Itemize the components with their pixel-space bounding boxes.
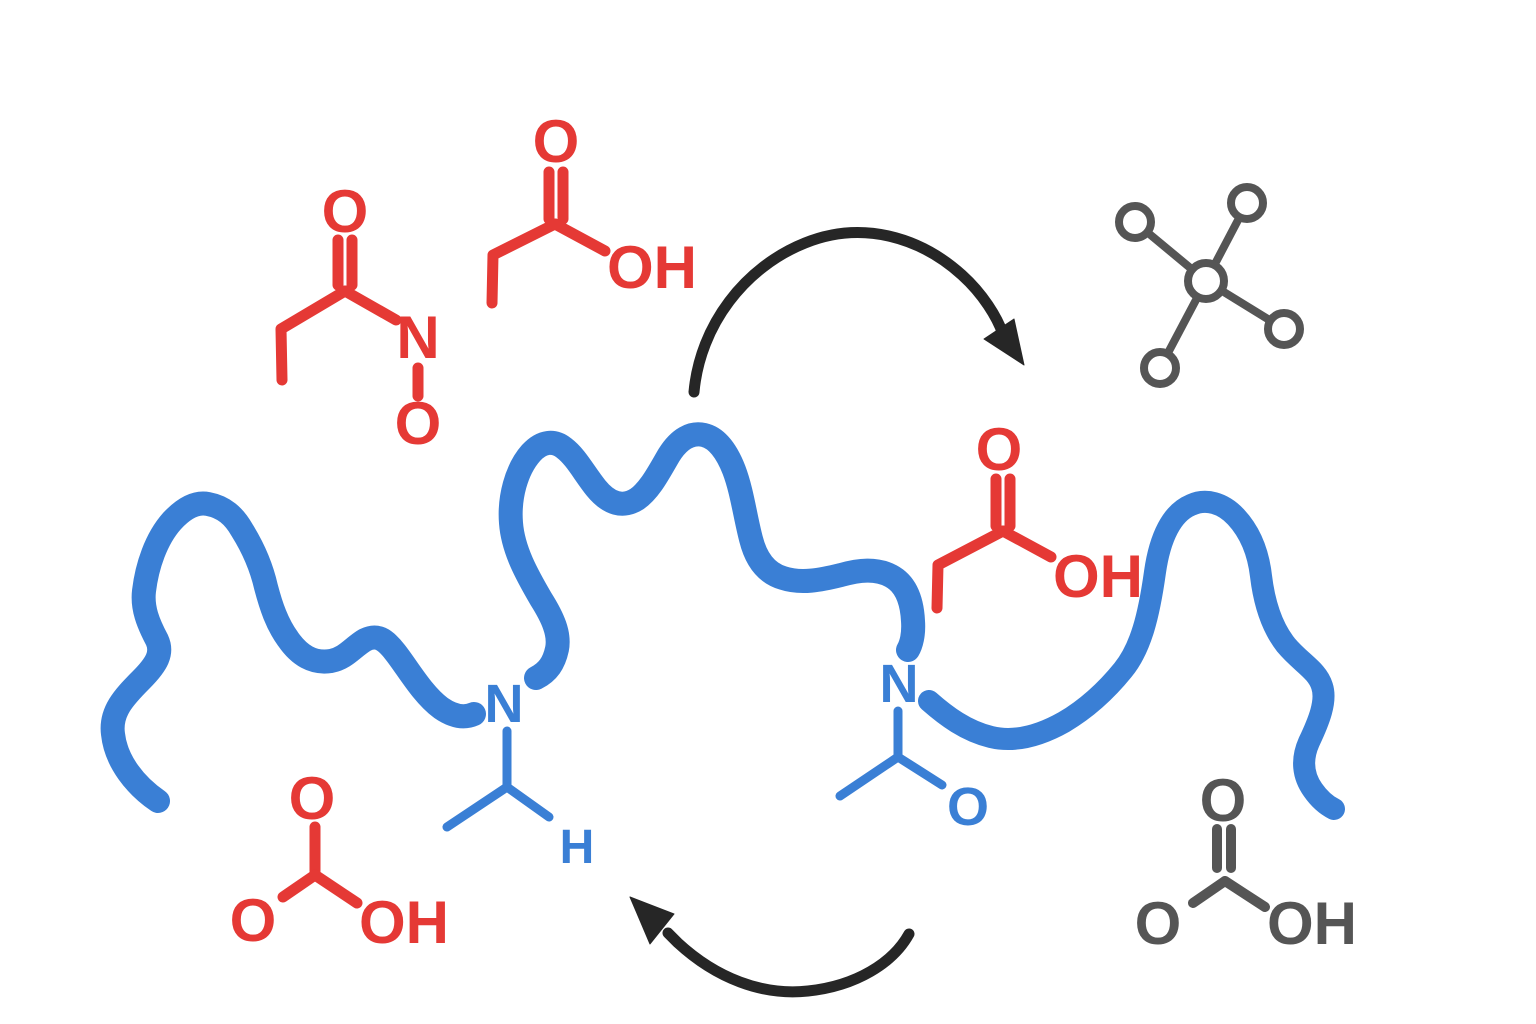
reverse-reaction-arrow <box>629 896 915 998</box>
right-amide-group: N O <box>835 654 989 837</box>
atom-label-hydrogen: H <box>560 821 595 874</box>
ethyl-bond <box>486 218 561 309</box>
c-o-bond <box>277 869 321 903</box>
atom-label-hydroxyl: OH <box>359 889 449 956</box>
polymer-chain-right <box>918 490 1345 820</box>
molecule-red-hydroxamate: O N O <box>275 178 442 457</box>
atom-label-left-o: O <box>1135 890 1182 957</box>
c-oh-bond <box>309 869 363 909</box>
carbonyl-double-bond <box>543 166 569 225</box>
atom-label-hydroxyl: OH <box>1053 543 1143 610</box>
polymer-chain-left <box>100 491 486 813</box>
ethyl-bond <box>275 285 351 386</box>
atom-label-carbonyl-o: O <box>533 108 580 175</box>
arrow-head <box>629 896 675 945</box>
c-o-bond <box>1188 876 1230 908</box>
carbonyl-double-bond <box>1212 824 1236 873</box>
atom-label-top-o: O <box>1200 767 1247 834</box>
atom-label-carbonyl-o: O <box>322 178 369 245</box>
forward-reaction-arrow <box>688 227 1025 398</box>
atom-label-nitrogen: N <box>880 654 919 714</box>
atom-label-hydroxyl: OH <box>607 234 697 301</box>
molecule-red-carboxylic-acid-top: O OH <box>486 108 697 309</box>
c-oh-bond <box>997 525 1057 563</box>
atom-label-nitrogen: N <box>396 304 439 371</box>
molecule-red-carboxylic-acid-middle: O OH <box>931 416 1143 614</box>
left-amine-group: N H <box>442 674 595 874</box>
carbonyl-double-bond <box>990 473 1016 532</box>
molecule-red-carbonic-acid: O O OH <box>230 765 449 956</box>
atom-label-top-o: O <box>289 765 336 832</box>
c-o-bond <box>893 752 947 790</box>
atom-label-oxygen: O <box>947 777 989 837</box>
c-oh-bond <box>549 218 611 257</box>
methyl-bond <box>442 782 512 832</box>
c-h-bond <box>502 782 554 822</box>
atom-label-oxide-o: O <box>395 390 442 457</box>
methyl-bond <box>835 752 903 801</box>
node-satellite-atom <box>1264 309 1304 349</box>
carbonyl-double-bond <box>332 234 358 291</box>
atom-label-carbonyl-o: O <box>976 416 1023 483</box>
gray-crosslink-node <box>1115 183 1304 388</box>
arrow-curve <box>662 927 915 998</box>
node-satellite-atom <box>1115 202 1155 242</box>
c-oh-bond <box>1220 876 1270 912</box>
node-satellite-atom <box>1140 348 1180 388</box>
arrow-curve <box>688 227 1009 398</box>
node-satellite-atom <box>1227 183 1267 223</box>
polymer-chain-middle <box>498 422 926 690</box>
c-n-bond <box>339 285 402 326</box>
molecule-gray-carbonic-acid: O O OH <box>1135 767 1357 957</box>
atom-label-hydroxyl: OH <box>1267 890 1357 957</box>
polymer-chains <box>100 422 1345 820</box>
arrow-head <box>983 318 1025 366</box>
node-center-atom <box>1184 259 1228 303</box>
ethyl-bond <box>931 525 1009 614</box>
atom-label-left-o: O <box>230 887 277 954</box>
atom-label-nitrogen: N <box>485 674 524 734</box>
